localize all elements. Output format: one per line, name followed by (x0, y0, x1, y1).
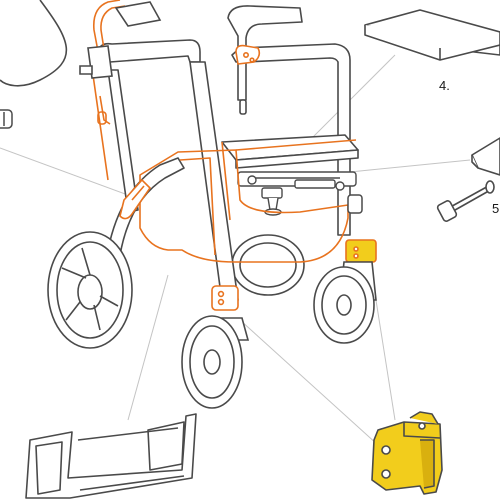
storage-bag (139, 139, 357, 263)
rear-left-wheel (231, 234, 305, 296)
background-curve (0, 0, 68, 87)
front-left-wheel (47, 231, 133, 349)
front-caster-wheel (181, 315, 250, 409)
leader-line-left-bag (0, 147, 129, 196)
callout-label-4: 4. (439, 78, 450, 93)
rear-handle-strap (235, 44, 261, 65)
front-handle-clamp (79, 1, 162, 79)
side-adjust-lever (119, 178, 152, 220)
leader-line-basket (127, 274, 169, 421)
backrest-pad-part (471, 137, 500, 176)
rear-frame (227, 5, 351, 236)
bolt-left-icon (0, 109, 13, 129)
rear-caster-wheel (313, 261, 377, 344)
callout-label-5: 5 (492, 201, 500, 216)
front-tube-clamp (211, 285, 239, 311)
basket-part (25, 413, 197, 499)
seat-panel (221, 134, 359, 169)
seat-cushion-part (364, 9, 500, 61)
leader-line-backrest-pad (349, 159, 471, 173)
leader-line-yellow-clamp-a (239, 319, 379, 446)
rear-tube-clamp (345, 239, 377, 263)
yellow-clamp-part (371, 411, 443, 495)
bolt-screw-part (436, 180, 495, 222)
front-brake-handle (91, 0, 126, 181)
frame-end-block (347, 194, 363, 214)
